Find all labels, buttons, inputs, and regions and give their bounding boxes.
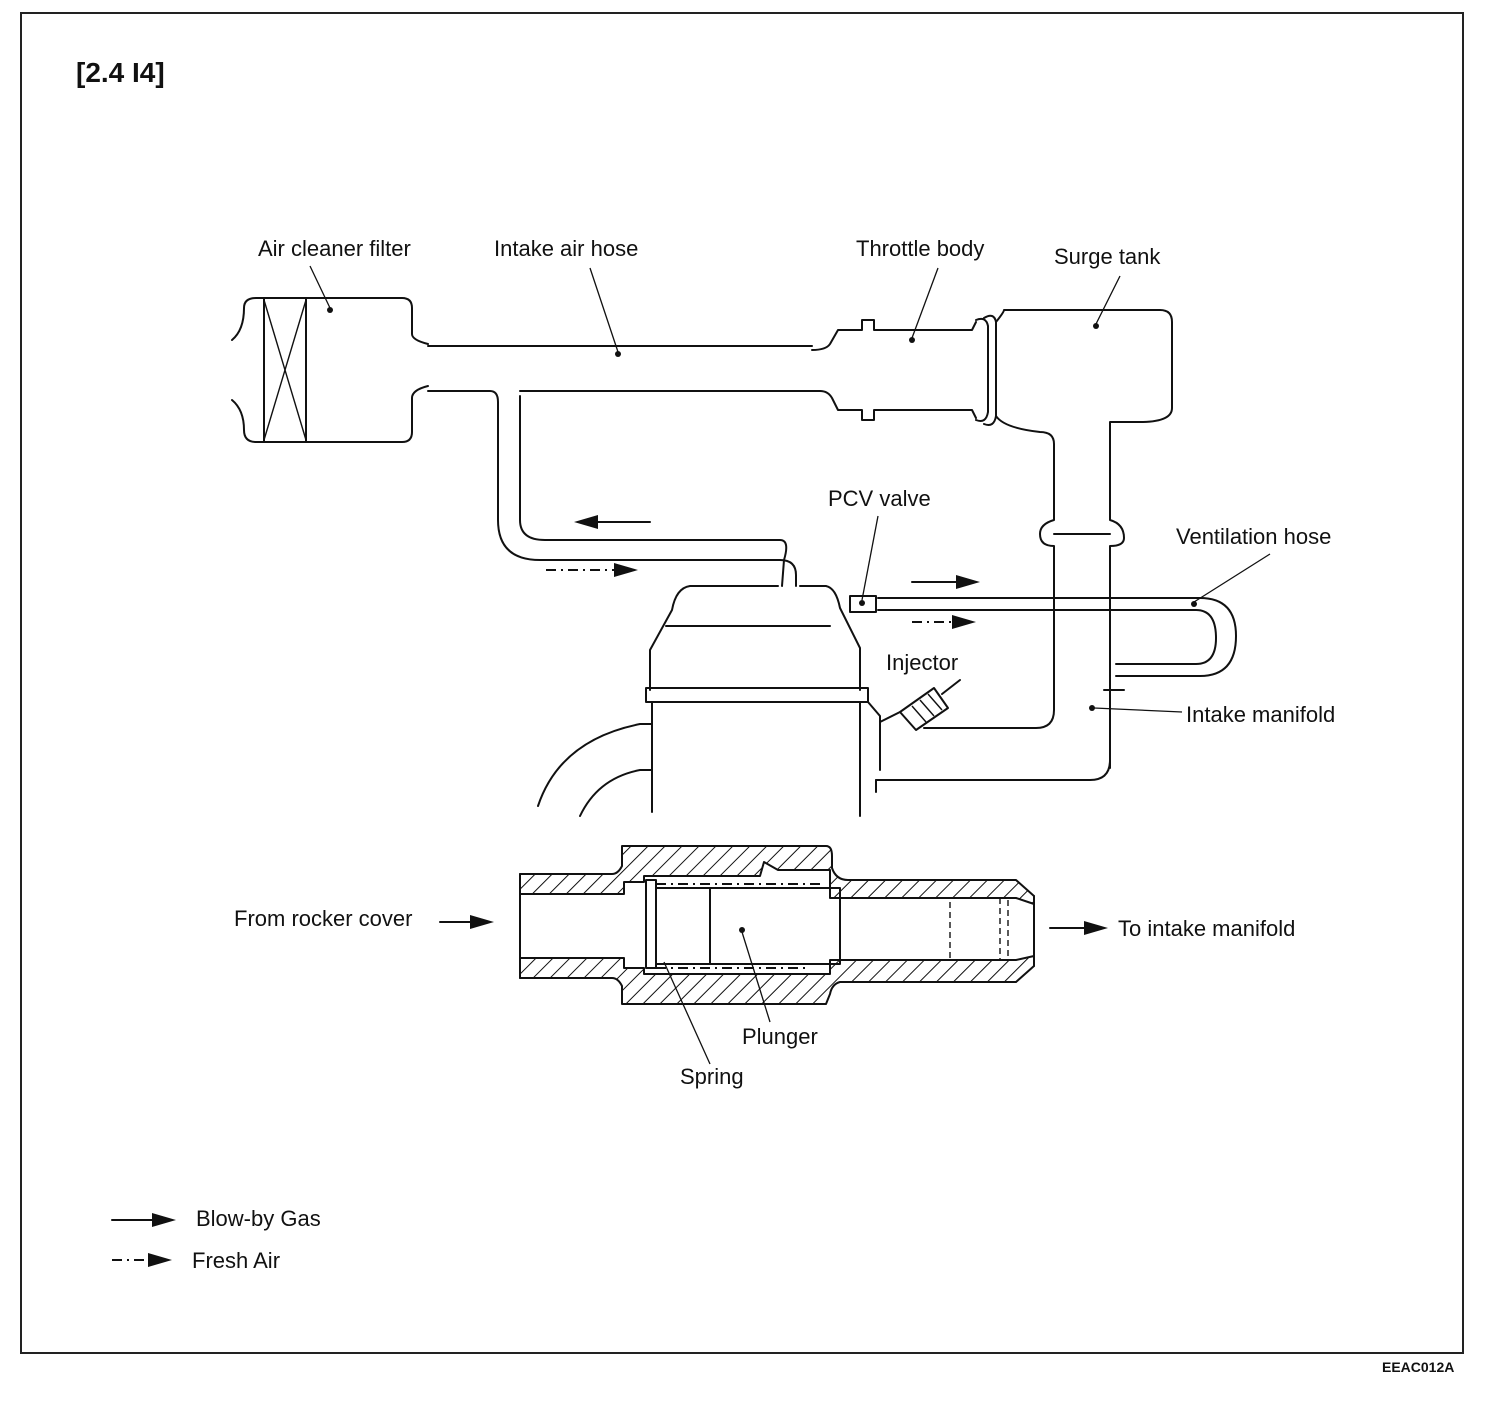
fresh-air-arrow-right-2 — [912, 615, 976, 629]
air-cleaner-filter-label: Air cleaner filter — [258, 236, 411, 261]
inlet-arrow — [439, 915, 494, 929]
pcv-valve-label: PCV valve — [828, 486, 931, 511]
intake-manifold-label: Intake manifold — [1186, 702, 1335, 727]
blow-by-gas-arrow-left — [574, 515, 651, 529]
surge-tank — [875, 309, 1173, 781]
fresh-air-arrow-right — [546, 563, 638, 577]
legend-blow-by-gas-label: Blow-by Gas — [196, 1206, 321, 1231]
legend-fresh-air-label: Fresh Air — [192, 1248, 280, 1273]
to-intake-manifold-label: To intake manifold — [1118, 916, 1295, 941]
section-title: [2.4 I4] — [76, 57, 165, 88]
air-cleaner — [231, 297, 429, 443]
ventilation-hose-label: Ventilation hose — [1176, 524, 1331, 549]
legend-fresh-air-symbol — [112, 1253, 172, 1267]
plunger-label: Plunger — [742, 1024, 818, 1049]
injector-label: Injector — [886, 650, 958, 675]
throttle-body — [811, 314, 997, 426]
blow-by-gas-arrow-right — [911, 575, 980, 589]
intake-air-hose-label: Intake air hose — [494, 236, 638, 261]
throttle-body-label: Throttle body — [856, 236, 984, 261]
legend-blow-by-gas-symbol — [111, 1213, 176, 1227]
figure-frame — [20, 12, 1464, 1354]
legend: Blow-by Gas Fresh Air — [111, 1206, 321, 1273]
ventilation-hose — [877, 597, 1237, 691]
intake-air-hose — [427, 345, 821, 587]
surge-tank-label: Surge tank — [1054, 244, 1161, 269]
spring-label: Spring — [680, 1064, 744, 1089]
from-rocker-cover-label: From rocker cover — [234, 906, 412, 931]
engine-head — [537, 585, 881, 817]
injector — [879, 679, 961, 731]
pcv-valve-cross-section — [519, 845, 1035, 1005]
outlet-arrow — [1049, 921, 1108, 935]
figure-code: EEAC012A — [1382, 1359, 1454, 1375]
